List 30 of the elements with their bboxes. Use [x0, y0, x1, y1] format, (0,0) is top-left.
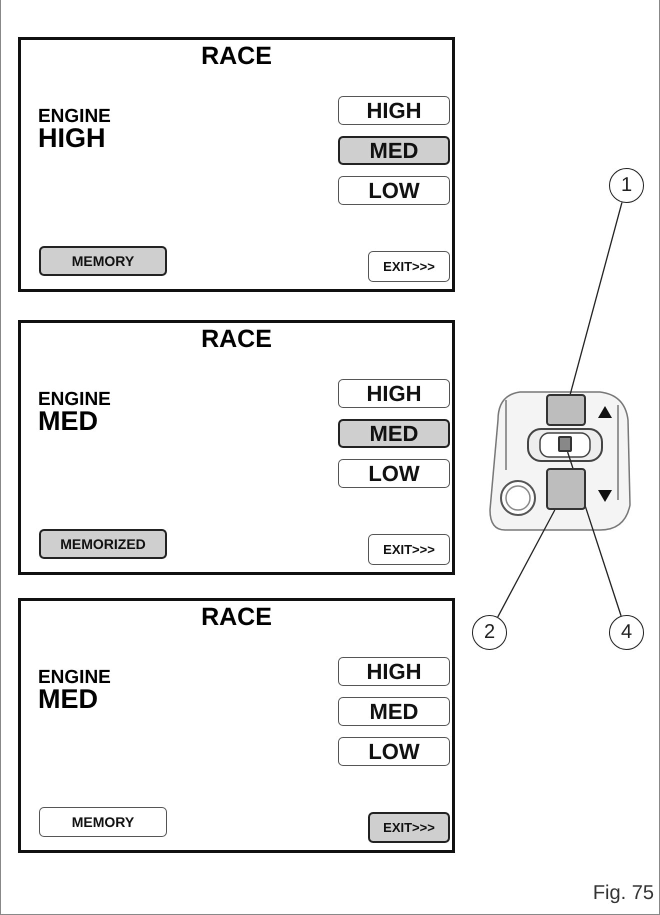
- option-button: MED: [338, 419, 450, 448]
- memory-button: MEMORY: [39, 246, 167, 276]
- callout-number: 4: [609, 615, 644, 650]
- exit-button: EXIT>>>: [368, 534, 450, 565]
- memory-button: MEMORIZED: [39, 529, 167, 559]
- screen-title: RACE: [200, 325, 273, 354]
- switch-button: [546, 468, 586, 510]
- option-button: LOW: [338, 176, 450, 205]
- display-screen: [18, 37, 455, 292]
- option-button: HIGH: [338, 379, 450, 408]
- callout-number: 2: [472, 615, 507, 650]
- leader-line: [497, 510, 556, 618]
- leader-line: [570, 202, 623, 394]
- option-button: HIGH: [338, 657, 450, 686]
- screen-title: RACE: [200, 42, 273, 71]
- display-screen: [18, 598, 455, 853]
- option-button: LOW: [338, 737, 450, 766]
- option-button: HIGH: [338, 96, 450, 125]
- screen-title: RACE: [200, 603, 273, 632]
- callout-number: 1: [609, 168, 644, 203]
- option-button: MED: [338, 136, 450, 165]
- memory-button: MEMORY: [39, 807, 167, 837]
- option-button: LOW: [338, 459, 450, 488]
- switch-button: [558, 436, 572, 452]
- exit-button: EXIT>>>: [368, 251, 450, 282]
- figure-number: Fig. 75: [592, 882, 654, 905]
- switch-button: [546, 394, 586, 426]
- option-button: MED: [338, 697, 450, 726]
- display-screen: [18, 320, 455, 575]
- exit-button: EXIT>>>: [368, 812, 450, 843]
